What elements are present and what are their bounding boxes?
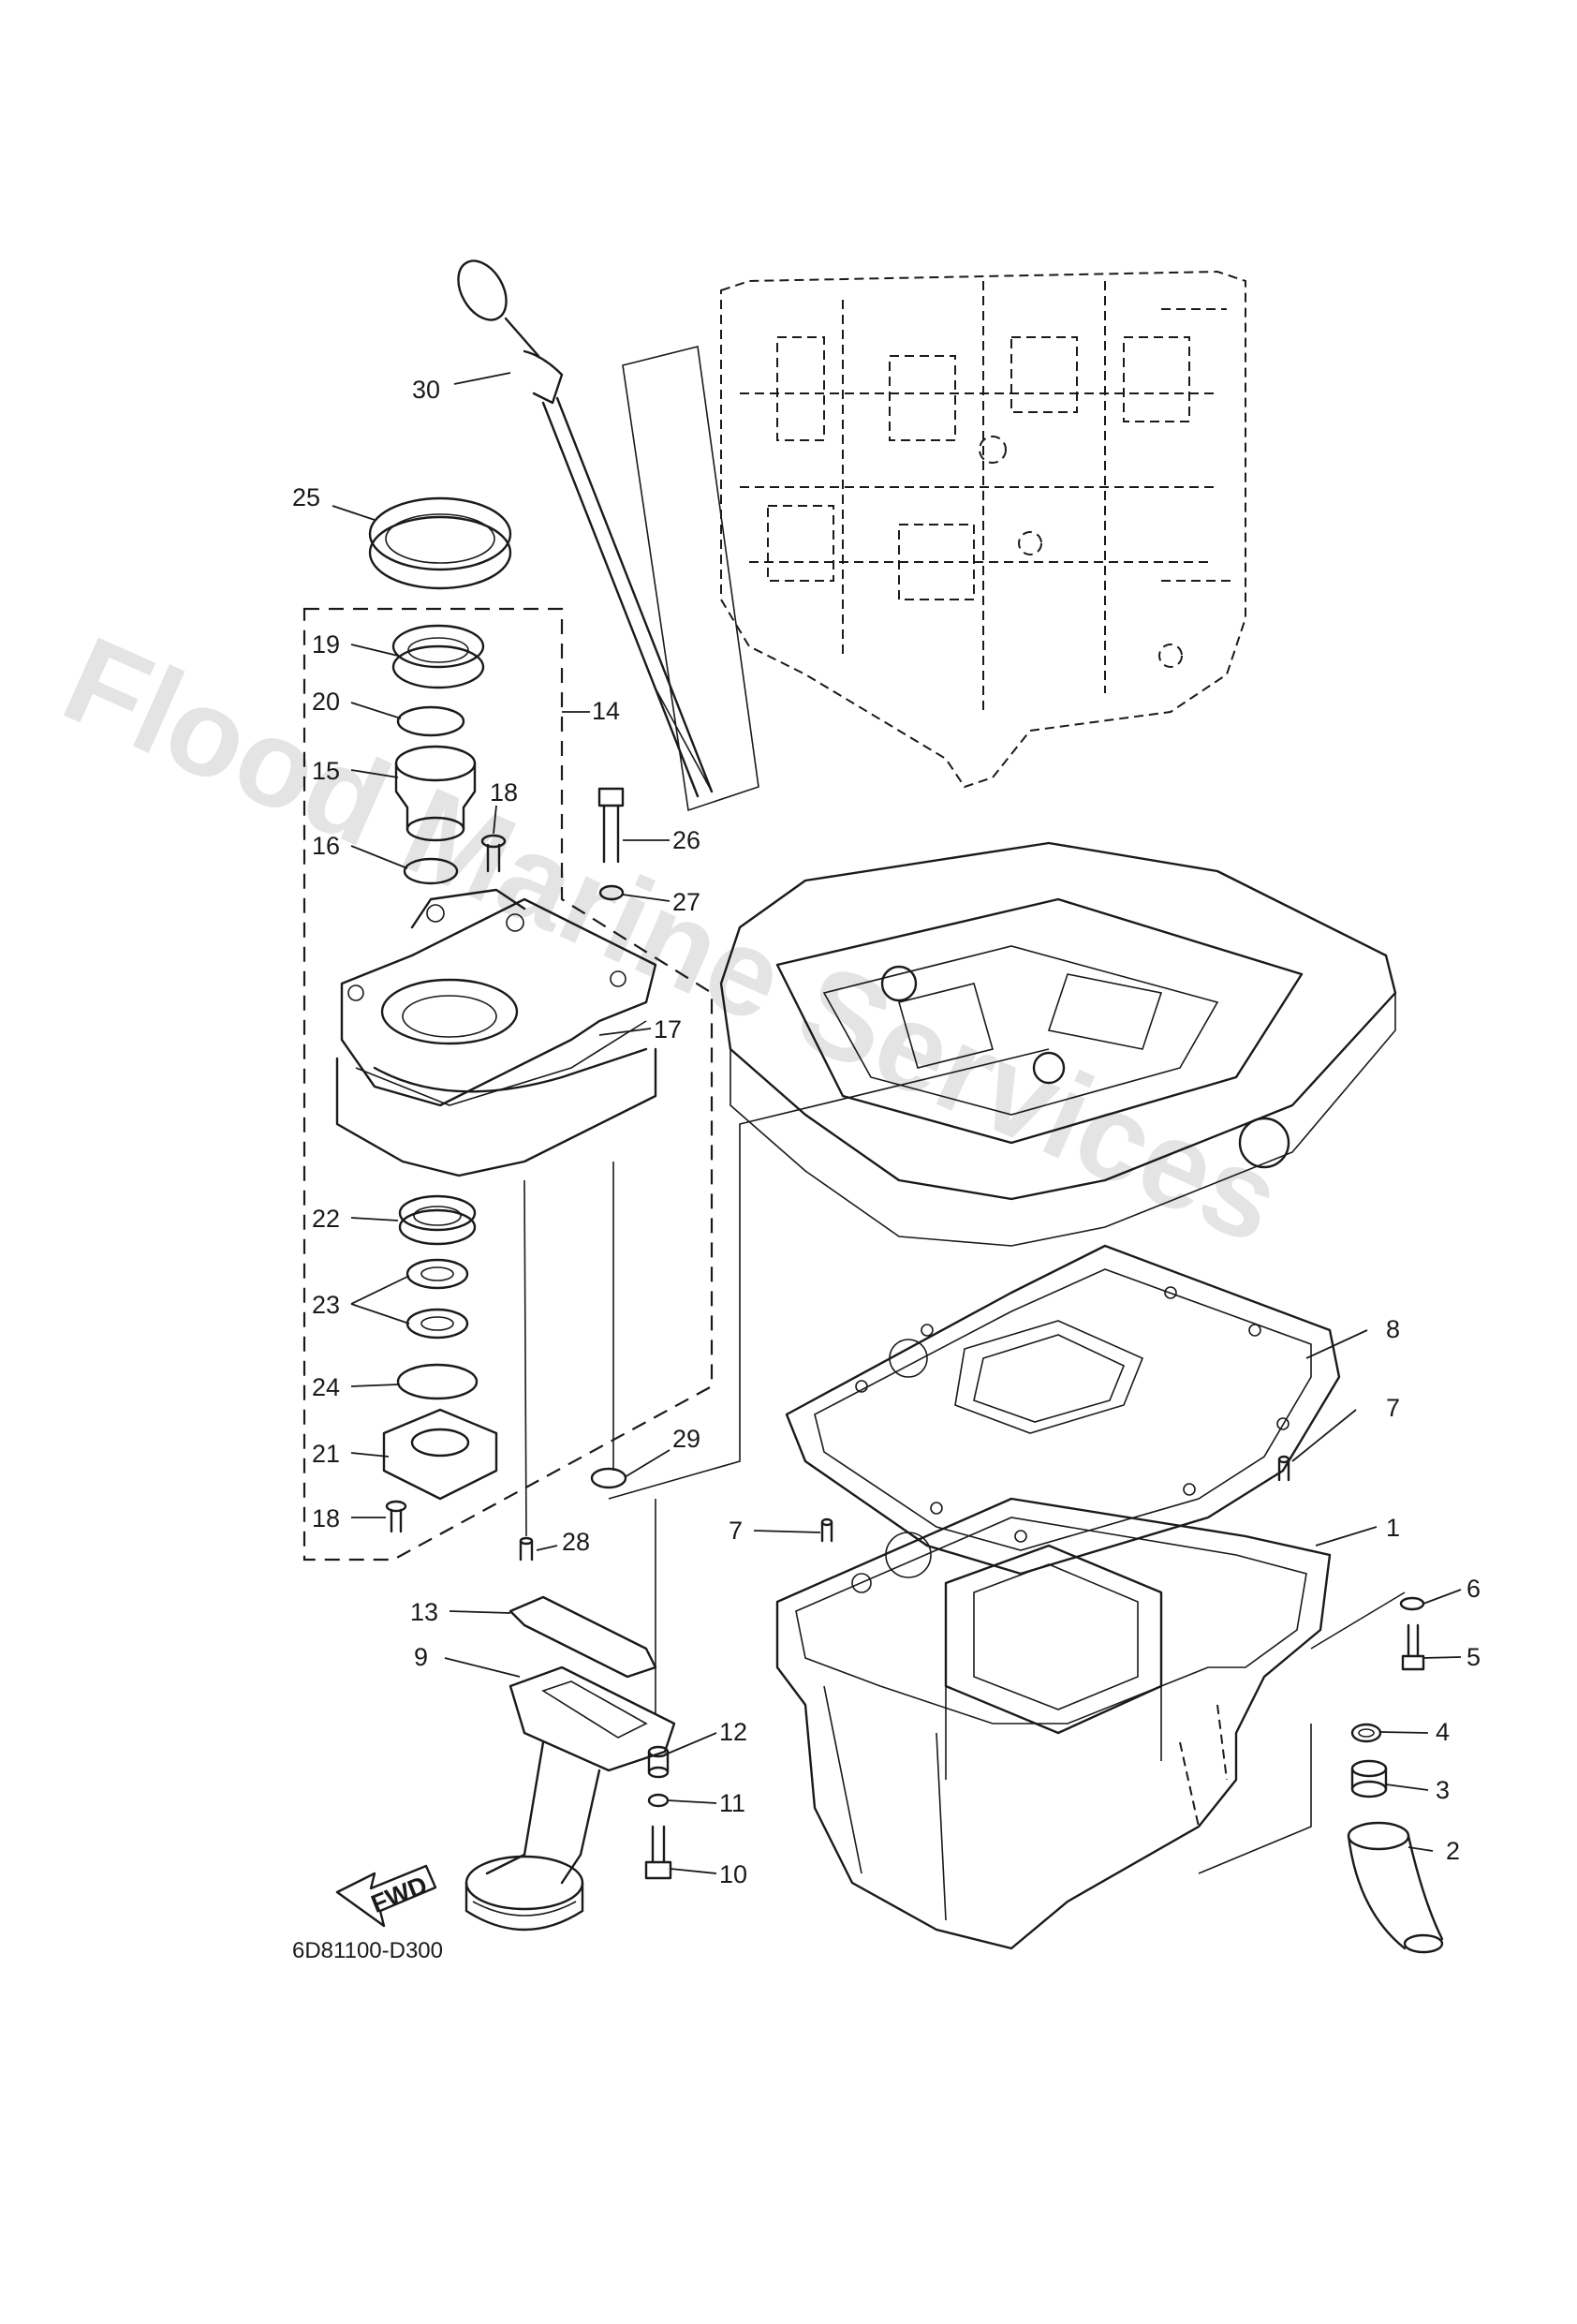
- callout-19: 19: [312, 630, 340, 659]
- callout-10: 10: [719, 1860, 747, 1888]
- gasket-4: [1350, 1723, 1382, 1743]
- pan-bolt-line: [1310, 1591, 1406, 1650]
- oil-seal-22: [398, 1194, 477, 1246]
- fwd-arrow-icon: FWD: [335, 1864, 437, 1928]
- callout-17: 17: [654, 1015, 682, 1044]
- callout-29: 29: [672, 1425, 700, 1453]
- callout-13: 13: [410, 1598, 438, 1626]
- oil-pump-assembly: [335, 888, 657, 1177]
- callout-18-bottom: 18: [312, 1504, 340, 1532]
- callout-23: 23: [312, 1291, 340, 1319]
- callout-11: 11: [719, 1789, 745, 1817]
- callout-labels: 30 25 19 20 15 16 18 14 26 27 17 22 23 2…: [292, 376, 1481, 1888]
- pan-drain-line: [1198, 1724, 1312, 1874]
- drain-plug-3: [1350, 1759, 1388, 1799]
- o-ring-29: [590, 1467, 627, 1489]
- callout-9: 9: [414, 1643, 428, 1671]
- o-ring-24: [396, 1363, 479, 1400]
- dipstick-30: [457, 259, 759, 812]
- dowel-28: [519, 1536, 534, 1562]
- callout-12: 12: [719, 1718, 747, 1746]
- drawing-code: 6D81100-D300: [292, 1938, 443, 1963]
- hose-2: [1347, 1821, 1444, 1954]
- o-ring-16: [403, 857, 459, 885]
- bolt-10: [644, 1825, 672, 1880]
- callout-18-top: 18: [490, 778, 518, 807]
- alignment-line-1: [523, 1179, 527, 1537]
- oil-seal-25: [368, 496, 512, 590]
- bolt-26: [597, 787, 625, 864]
- callout-7-right: 7: [1386, 1394, 1400, 1422]
- callout-3: 3: [1436, 1776, 1450, 1804]
- callout-16: 16: [312, 832, 340, 860]
- washer-6: [1399, 1596, 1425, 1611]
- assembly-14-outline: [302, 607, 714, 1562]
- callout-4: 4: [1436, 1718, 1450, 1746]
- oil-seals-23: [405, 1258, 469, 1340]
- callout-leaders: [332, 372, 1462, 1874]
- washer-27: [598, 884, 625, 901]
- alignment-line-3: [608, 1048, 1050, 1500]
- callout-5: 5: [1466, 1643, 1481, 1671]
- callout-14: 14: [592, 697, 620, 725]
- callout-30: 30: [412, 376, 440, 404]
- sleeve-15: [394, 745, 477, 842]
- collar-12: [647, 1745, 670, 1779]
- callout-24: 24: [312, 1373, 340, 1401]
- callout-22: 22: [312, 1205, 340, 1233]
- housing-21: [382, 1408, 498, 1501]
- callout-1: 1: [1386, 1514, 1400, 1542]
- callout-7-left: 7: [729, 1517, 743, 1545]
- oil-strainer-9: [464, 1665, 676, 1932]
- screw-18-top: [480, 834, 507, 873]
- engine-block-outline: [720, 270, 1246, 789]
- gasket-8: [785, 1244, 1341, 1576]
- dowel-7-left: [820, 1517, 833, 1543]
- o-ring-20: [396, 705, 465, 737]
- gasket-13: [508, 1595, 657, 1679]
- callout-28: 28: [562, 1528, 590, 1556]
- callout-15: 15: [312, 757, 340, 785]
- callout-21: 21: [312, 1440, 340, 1468]
- callout-2: 2: [1446, 1837, 1460, 1865]
- oil-pan-1: [775, 1497, 1332, 1950]
- dowel-7-right: [1277, 1455, 1290, 1482]
- callout-6: 6: [1466, 1575, 1481, 1603]
- washer-11: [647, 1793, 670, 1808]
- callout-20: 20: [312, 688, 340, 716]
- callout-27: 27: [672, 888, 700, 916]
- bolt-5: [1401, 1623, 1425, 1671]
- callout-8: 8: [1386, 1315, 1400, 1343]
- screw-18-bottom: [385, 1500, 407, 1533]
- callout-26: 26: [672, 826, 700, 854]
- callout-25: 25: [292, 483, 320, 511]
- exhaust-guide: [719, 841, 1397, 1247]
- oil-seal-19: [391, 624, 485, 689]
